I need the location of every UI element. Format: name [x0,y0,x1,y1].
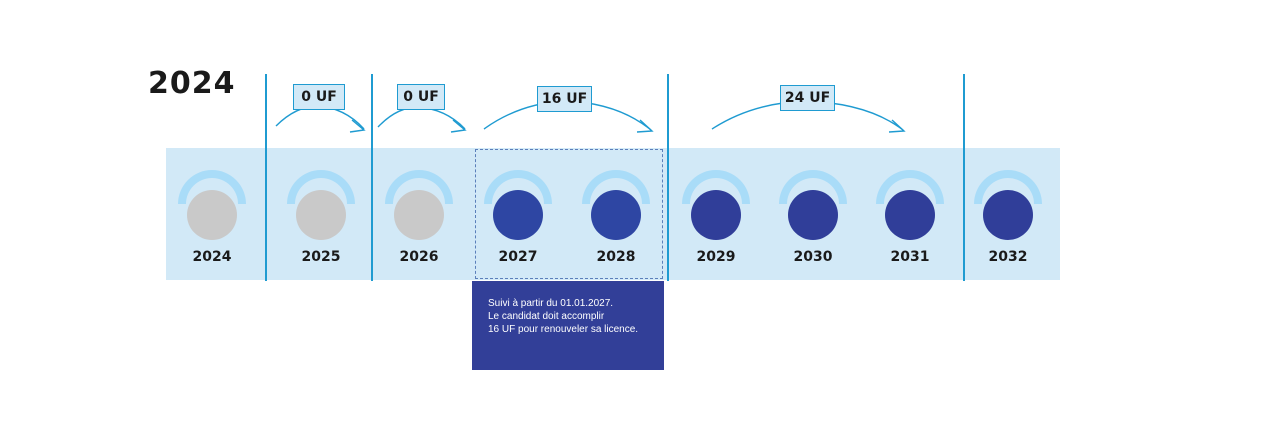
arrow-head-icon [636,119,654,133]
note-line: 16 UF pour renouveler sa licence. [488,324,639,335]
year-node: 2028 [566,170,666,270]
year-dot [296,190,346,240]
year-node: 2027 [468,170,568,270]
year-node: 2025 [271,170,371,270]
period-divider [963,74,965,281]
period-divider [265,74,267,281]
note-line: Suivi à partir du 01.01.2027. [488,298,614,309]
year-node: 2024 [162,170,262,270]
arrow-icon [377,106,466,130]
arc-icon [287,170,355,204]
arc-icon [682,170,750,204]
page-title: 2024 [148,66,236,101]
year-dot [591,190,641,240]
year-dot [885,190,935,240]
arc-icon [484,170,552,204]
arc-icon [178,170,246,204]
year-dot [983,190,1033,240]
year-dot [691,190,741,240]
year-label: 2032 [988,249,1028,265]
year-node: 2029 [666,170,766,270]
year-node: 2031 [860,170,960,270]
note-line: Le candidat doit accomplir [488,311,605,322]
period-divider [371,74,373,281]
period-divider [667,74,669,281]
year-dot [394,190,444,240]
arc-icon [385,170,453,204]
year-label: 2031 [890,249,930,265]
year-label: 2024 [192,249,232,265]
year-label: 2027 [498,249,538,265]
arrow-head-icon [349,119,366,133]
arc-icon [582,170,650,204]
uf-badge: 0 UF [397,84,445,110]
year-label: 2028 [596,249,636,265]
arc-icon [974,170,1042,204]
arc-icon [876,170,944,204]
year-dot [788,190,838,240]
year-dot [493,190,543,240]
year-label: 2030 [793,249,833,265]
uf-badge: 16 UF [537,86,592,112]
year-dot [187,190,237,240]
year-node: 2032 [958,170,1058,270]
tracking-note: Suivi à partir du 01.01.2027. Le candida… [472,281,664,370]
year-label: 2025 [301,249,341,265]
year-label: 2026 [399,249,439,265]
uf-badge: 0 UF [293,84,345,110]
year-node: 2026 [369,170,469,270]
arrow-head-icon [450,119,467,133]
year-label: 2029 [696,249,736,265]
tracking-period-highlight [475,149,663,279]
arrow-head-icon [888,119,906,133]
year-node: 2030 [763,170,863,270]
arc-icon [779,170,847,204]
uf-badge: 24 UF [780,85,835,111]
